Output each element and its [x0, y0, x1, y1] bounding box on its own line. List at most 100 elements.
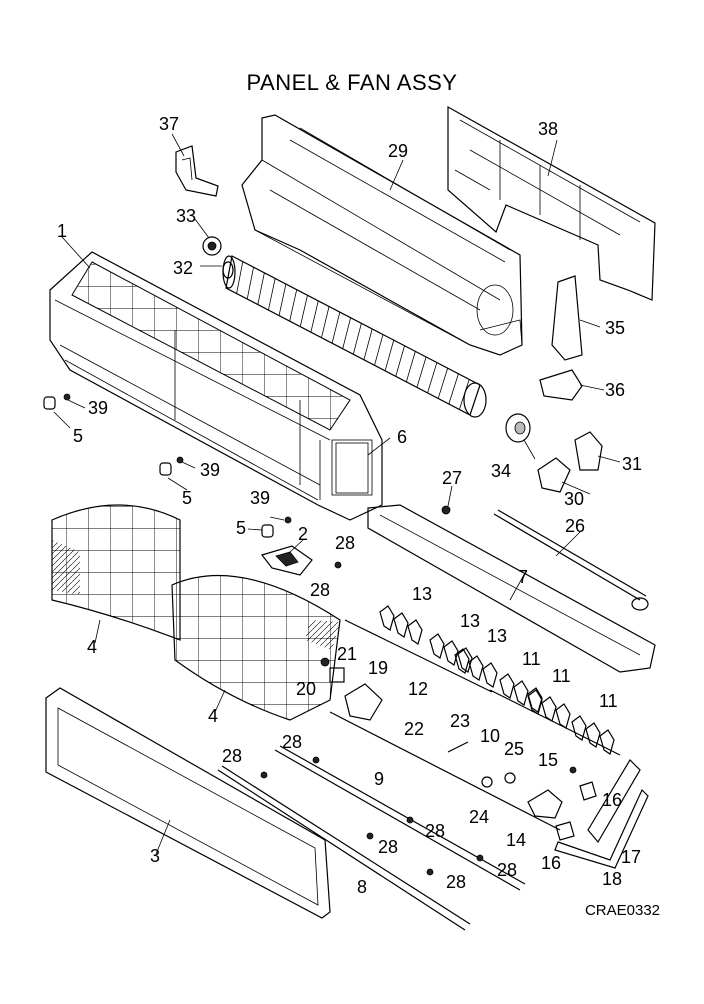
- part-20-screw: [320, 657, 330, 667]
- callout-11: 11: [522, 649, 541, 669]
- callout-3: 3: [150, 846, 160, 866]
- fan-rib: [310, 300, 319, 333]
- callout-14: 14: [506, 830, 526, 850]
- callout-26: 26: [565, 516, 585, 536]
- callout-28: 28: [446, 872, 466, 892]
- part-5-cap-a: [43, 396, 56, 410]
- louver-blade: [513, 680, 529, 706]
- fan-rib: [289, 289, 298, 322]
- callout-39: 39: [200, 460, 220, 480]
- callout-28: 28: [425, 821, 445, 841]
- callout-5: 5: [73, 426, 83, 446]
- callout-13: 13: [487, 626, 507, 646]
- part-6-plate: [335, 442, 369, 494]
- callout-35: 35: [605, 318, 625, 338]
- fan-rib: [469, 384, 481, 416]
- louver-blade: [429, 633, 445, 659]
- callout-37: 37: [159, 114, 179, 134]
- part-5-cap-b: [159, 462, 172, 476]
- callout-5: 5: [236, 518, 246, 538]
- part-22-shaft: [329, 711, 561, 831]
- callout-28: 28: [378, 837, 398, 857]
- part-4-filter-right: [171, 575, 341, 721]
- callout-28: 28: [497, 860, 517, 880]
- fan-rib: [278, 283, 287, 316]
- part-3-front-panel: [45, 687, 331, 919]
- part-38-bracket: [175, 145, 219, 197]
- callout-28: 28: [310, 580, 330, 600]
- part-39-screw-b: [176, 456, 184, 464]
- part-28-screws: [260, 561, 484, 876]
- louver-blade: [585, 722, 601, 748]
- louver-blade: [407, 619, 423, 645]
- leader-lines: [53, 133, 621, 855]
- callout-11: 11: [552, 666, 571, 686]
- louver-blade: [482, 662, 498, 688]
- callout-4: 4: [87, 637, 97, 657]
- drawing-code: CRAE0332: [584, 902, 660, 919]
- callout-4: 4: [208, 706, 218, 726]
- callout-20: 20: [296, 679, 316, 699]
- fan-rib: [321, 306, 330, 338]
- part-15-screw: [569, 766, 577, 774]
- callout-12: 12: [408, 679, 428, 699]
- callout-22: 22: [404, 719, 424, 739]
- fan-rib: [395, 345, 405, 377]
- part-13-louvers: [379, 605, 498, 688]
- fan-rib: [416, 356, 427, 388]
- fan-rib: [448, 373, 459, 405]
- callout-16: 16: [602, 790, 622, 810]
- callout-9: 9: [374, 769, 384, 789]
- callout-6: 6: [397, 427, 407, 447]
- fan-rib: [427, 362, 438, 394]
- callout-29: 29: [388, 141, 408, 161]
- fan-rib: [342, 317, 351, 349]
- callout-23: 23: [450, 711, 470, 731]
- fan-rib: [236, 261, 244, 294]
- callout-15: 15: [538, 750, 558, 770]
- callout-27: 27: [442, 468, 462, 488]
- part-17-bracket: [587, 759, 641, 844]
- callout-2: 2: [298, 524, 308, 544]
- part-39-screw-a: [63, 393, 71, 401]
- part-37-cover: [539, 369, 583, 401]
- callout-7: 7: [518, 567, 528, 587]
- louver-blade: [599, 729, 615, 755]
- louver-blade: [541, 696, 557, 722]
- diagram-title: PANEL & FAN ASSY: [246, 70, 458, 95]
- callout-1: 1: [57, 221, 67, 241]
- part-9-vane: [274, 745, 526, 891]
- callout-39: 39: [88, 398, 108, 418]
- fan-rib: [363, 328, 373, 360]
- callout-28: 28: [222, 746, 242, 766]
- part-25-bush: [504, 772, 516, 784]
- fan-rib: [268, 278, 276, 311]
- fan-rib: [257, 272, 265, 305]
- callout-31: 31: [622, 454, 642, 474]
- fan-rib: [374, 334, 384, 366]
- callout-39: 39: [250, 488, 270, 508]
- callout-38: 38: [538, 119, 558, 139]
- fan-rib: [384, 340, 395, 371]
- part-18-bracket: [554, 788, 649, 869]
- part-19-motor: [344, 683, 383, 721]
- part-14-motor: [527, 789, 563, 819]
- callout-13: 13: [460, 611, 480, 631]
- callout-19: 19: [368, 658, 388, 678]
- callout-13: 13: [412, 584, 432, 604]
- part-29-chassis: [241, 114, 523, 356]
- fan-rib: [246, 267, 254, 300]
- fan-rib: [405, 351, 416, 382]
- callout-8: 8: [357, 877, 367, 897]
- fan-rib: [299, 295, 308, 327]
- callout-30: 30: [564, 489, 584, 509]
- part-1-front-frame: [49, 251, 383, 521]
- callout-36: 36: [605, 380, 625, 400]
- fan-rib: [352, 323, 362, 355]
- part-27-screw: [441, 505, 451, 515]
- fan-rib: [437, 368, 449, 399]
- louver-blade: [443, 640, 459, 666]
- cross-flow-fan: [222, 255, 487, 418]
